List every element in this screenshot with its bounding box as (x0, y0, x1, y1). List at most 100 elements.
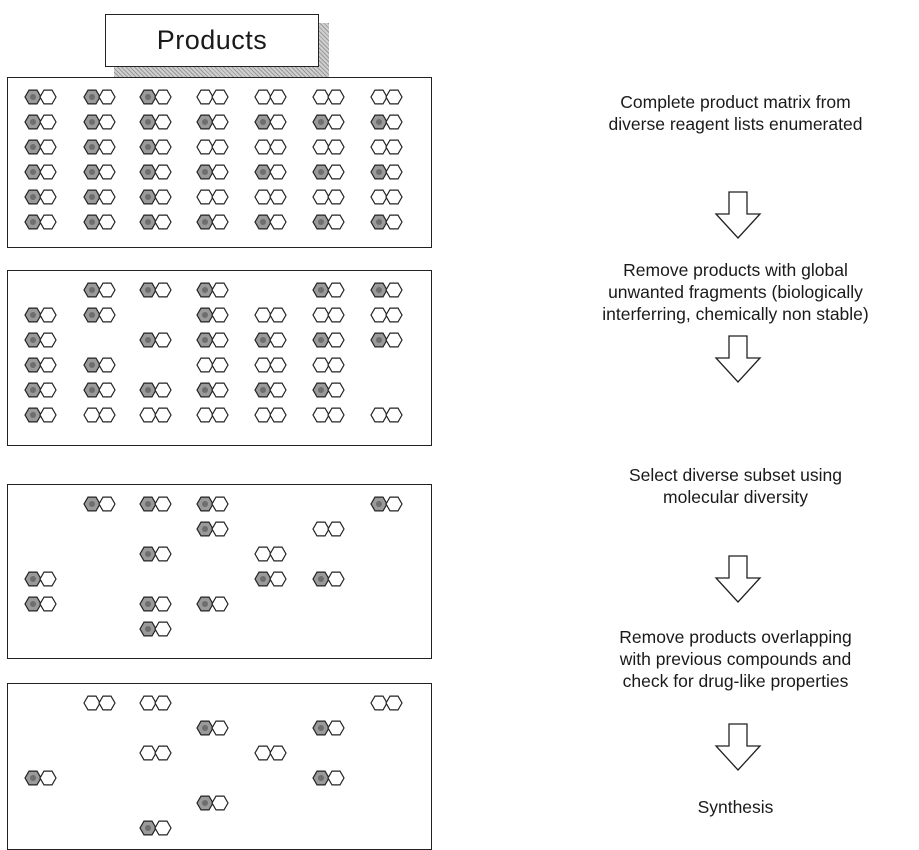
molecule-icon (254, 571, 287, 587)
panel-filtered-fragments (7, 270, 432, 446)
molecule-icon (254, 332, 287, 348)
molecule-icon (196, 496, 229, 512)
molecule-icon (139, 139, 172, 155)
molecule-icon (196, 795, 229, 811)
molecule-icon (312, 571, 345, 587)
molecule-icon (139, 332, 172, 348)
molecule-icon (83, 496, 116, 512)
molecule-icon (254, 114, 287, 130)
step-line: Select diverse subset using (628, 465, 843, 485)
molecule-icon (254, 407, 287, 423)
step-line: Complete product matrix from (620, 92, 851, 112)
molecule-icon (24, 214, 57, 230)
molecule-icon (139, 546, 172, 562)
molecule-icon (254, 357, 287, 373)
molecule-icon (254, 546, 287, 562)
molecule-icon (139, 164, 172, 180)
molecule-icon (370, 189, 403, 205)
molecule-icon (196, 189, 229, 205)
molecule-icon (312, 164, 345, 180)
molecule-icon (312, 189, 345, 205)
molecule-icon (312, 332, 345, 348)
molecule-icon (24, 89, 57, 105)
molecule-icon (196, 214, 229, 230)
molecule-icon (196, 720, 229, 736)
step-remove-fragments: Remove products with global unwanted fra… (552, 259, 919, 325)
molecule-icon (83, 357, 116, 373)
molecule-icon (196, 282, 229, 298)
molecule-icon (83, 407, 116, 423)
molecule-icon (196, 382, 229, 398)
molecule-icon (83, 189, 116, 205)
molecule-icon (24, 596, 57, 612)
molecule-icon (370, 114, 403, 130)
molecule-icon (139, 282, 172, 298)
step-line: Remove products with global (623, 260, 848, 280)
molecule-icon (312, 382, 345, 398)
down-arrow-icon (714, 723, 762, 771)
molecule-icon (196, 89, 229, 105)
molecule-icon (196, 114, 229, 130)
molecule-icon (370, 139, 403, 155)
molecule-icon (24, 139, 57, 155)
molecule-icon (83, 695, 116, 711)
molecule-icon (196, 307, 229, 323)
panel-complete-matrix (7, 77, 432, 248)
down-arrow-icon (714, 335, 762, 383)
molecule-icon (312, 770, 345, 786)
molecule-icon (24, 189, 57, 205)
step-remove-overlap: Remove products overlapping with previou… (552, 626, 919, 692)
molecule-icon (312, 521, 345, 537)
molecule-icon (139, 695, 172, 711)
molecule-icon (139, 189, 172, 205)
molecule-icon (139, 621, 172, 637)
down-arrow-icon (714, 555, 762, 603)
step-line: Remove products overlapping (619, 627, 852, 647)
molecule-icon (254, 189, 287, 205)
molecule-icon (83, 114, 116, 130)
step-line: Synthesis (697, 797, 774, 817)
step-line: with previous compounds and (619, 649, 852, 669)
down-arrow-icon (714, 191, 762, 239)
molecule-icon (370, 89, 403, 105)
molecule-icon (370, 214, 403, 230)
molecule-icon (139, 496, 172, 512)
molecule-icon (370, 407, 403, 423)
molecule-icon (83, 307, 116, 323)
molecule-icon (24, 382, 57, 398)
step-line: molecular diversity (663, 487, 808, 507)
step-synthesis: Synthesis (552, 796, 919, 818)
step-select-diverse: Select diverse subset using molecular di… (552, 464, 919, 508)
molecule-icon (139, 820, 172, 836)
molecule-icon (83, 164, 116, 180)
products-title: Products (105, 14, 319, 67)
molecule-icon (196, 139, 229, 155)
molecule-icon (24, 571, 57, 587)
molecule-icon (24, 307, 57, 323)
step-enumerate: Complete product matrix from diverse rea… (552, 91, 919, 135)
molecule-icon (139, 407, 172, 423)
molecule-icon (370, 332, 403, 348)
molecule-icon (254, 307, 287, 323)
molecule-icon (83, 282, 116, 298)
molecule-icon (83, 382, 116, 398)
molecule-icon (196, 407, 229, 423)
molecule-icon (312, 407, 345, 423)
molecule-icon (139, 89, 172, 105)
molecule-icon (370, 282, 403, 298)
molecule-icon (139, 596, 172, 612)
step-line: unwanted fragments (biologically (608, 282, 863, 302)
molecule-icon (196, 596, 229, 612)
panel-final-selection (7, 683, 432, 850)
molecule-icon (254, 745, 287, 761)
molecule-icon (312, 114, 345, 130)
molecule-icon (139, 114, 172, 130)
step-line: interferring, chemically non stable) (602, 304, 869, 324)
molecule-icon (24, 164, 57, 180)
molecule-icon (254, 139, 287, 155)
panel-diverse-subset (7, 484, 432, 659)
molecule-icon (312, 89, 345, 105)
molecule-icon (254, 164, 287, 180)
molecule-icon (370, 164, 403, 180)
molecule-icon (196, 332, 229, 348)
